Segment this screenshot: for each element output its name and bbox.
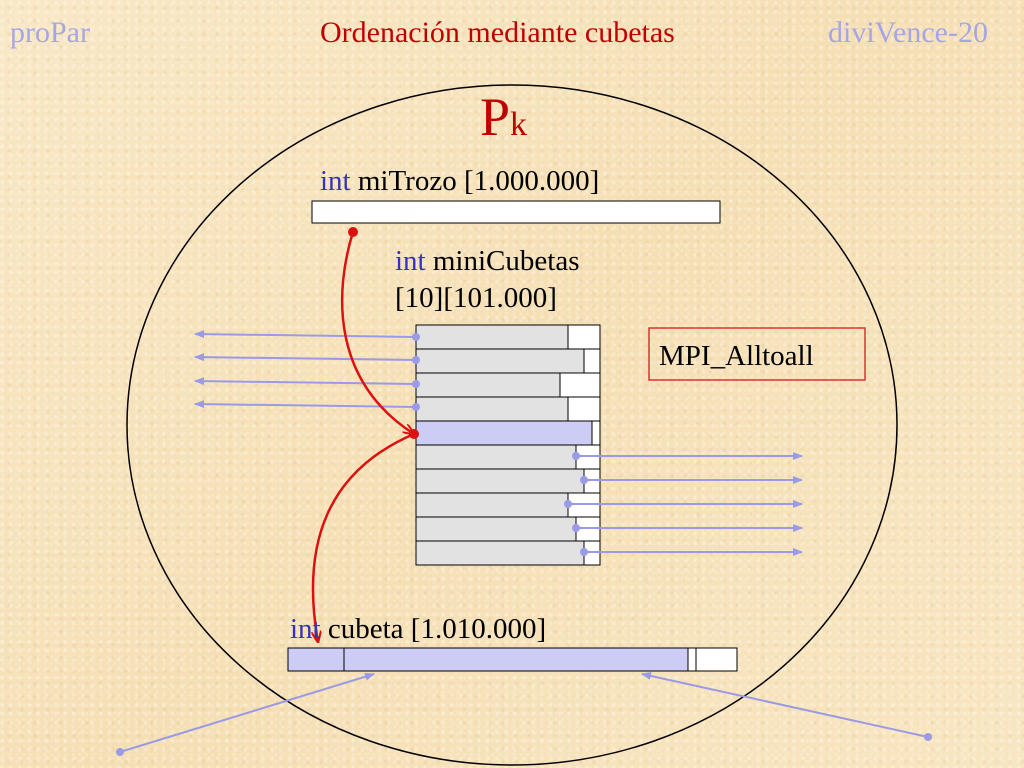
minicubeta-row-8-fill	[415, 516, 577, 542]
process-subscript: k	[510, 106, 527, 143]
cubeta-name: cubeta [1.010.000]	[328, 613, 546, 645]
mitrozo-keyword: int	[320, 165, 351, 197]
send-dot-row-7	[564, 500, 572, 508]
send-arrow-row-0	[194, 330, 417, 339]
slide-title: Ordenación mediante cubetas	[320, 16, 675, 49]
cubeta-array	[287, 647, 738, 672]
minicubetas-grid	[415, 324, 601, 566]
send-dot-row-1	[412, 356, 420, 364]
minicubeta-row-3-fill	[415, 396, 569, 422]
send-dot-row-9	[580, 548, 588, 556]
send-arrow-row-1	[194, 353, 417, 362]
mitrozo-label: int miTrozo [1.000.000]	[320, 165, 599, 197]
send-dot-row-3	[412, 403, 420, 411]
process-label: Pk	[480, 87, 527, 147]
minicubetas-keyword: int	[395, 245, 426, 277]
red-arrow-minicubetas-to-cubeta	[313, 432, 415, 642]
mitrozo-name: miTrozo [1.000.000]	[358, 165, 599, 197]
minicubeta-row-9-fill	[415, 540, 585, 566]
cubeta-keyword: int	[290, 613, 321, 645]
minicubeta-row-4-fill	[415, 420, 593, 446]
red-dot-mitrozo	[348, 227, 358, 237]
send-dot-row-5	[572, 452, 580, 460]
minicubeta-row-1-fill	[415, 348, 585, 374]
cubeta-label: int cubeta [1.010.000]	[290, 613, 546, 645]
receive-arrow-left	[119, 672, 375, 753]
minicubetas-label: int miniCubetas	[395, 245, 579, 277]
send-dot-row-0	[412, 333, 420, 341]
receive-dot-right	[924, 733, 932, 741]
send-dot-row-6	[580, 476, 588, 484]
minicubetas-name: miniCubetas	[433, 245, 580, 277]
mpi-box	[648, 327, 866, 381]
header-right-label: diviVence-20	[828, 16, 988, 49]
send-arrow-row-2	[194, 377, 417, 386]
minicubeta-row-2-fill	[415, 372, 561, 398]
minicubeta-row-6-fill	[415, 468, 585, 494]
send-arrows-left	[194, 330, 417, 409]
process-letter: P	[480, 87, 510, 147]
process-ellipse	[126, 84, 898, 766]
send-arrow-row-3	[194, 400, 417, 409]
minicubetas-dims: [10][101.000]	[395, 282, 557, 314]
receive-arrows	[119, 672, 929, 753]
mitrozo-array	[311, 200, 721, 224]
mpi-label: MPI_Alltoall	[659, 340, 814, 372]
receive-dot-left	[116, 748, 124, 756]
red-dot-minicubetas	[409, 429, 419, 439]
send-dot-row-2	[412, 380, 420, 388]
minicubeta-row-0-fill	[415, 324, 569, 350]
red-arrow-mitrozo-to-minicubetas	[340, 231, 414, 434]
header-left-label: proPar	[10, 16, 90, 49]
minicubeta-row-5-fill	[415, 444, 577, 470]
receive-arrow-right	[641, 672, 929, 738]
send-dot-row-8	[572, 524, 580, 532]
minicubeta-row-7-fill	[415, 492, 569, 518]
cubeta-filled-segment	[287, 647, 689, 672]
send-arrows-right	[568, 452, 803, 556]
